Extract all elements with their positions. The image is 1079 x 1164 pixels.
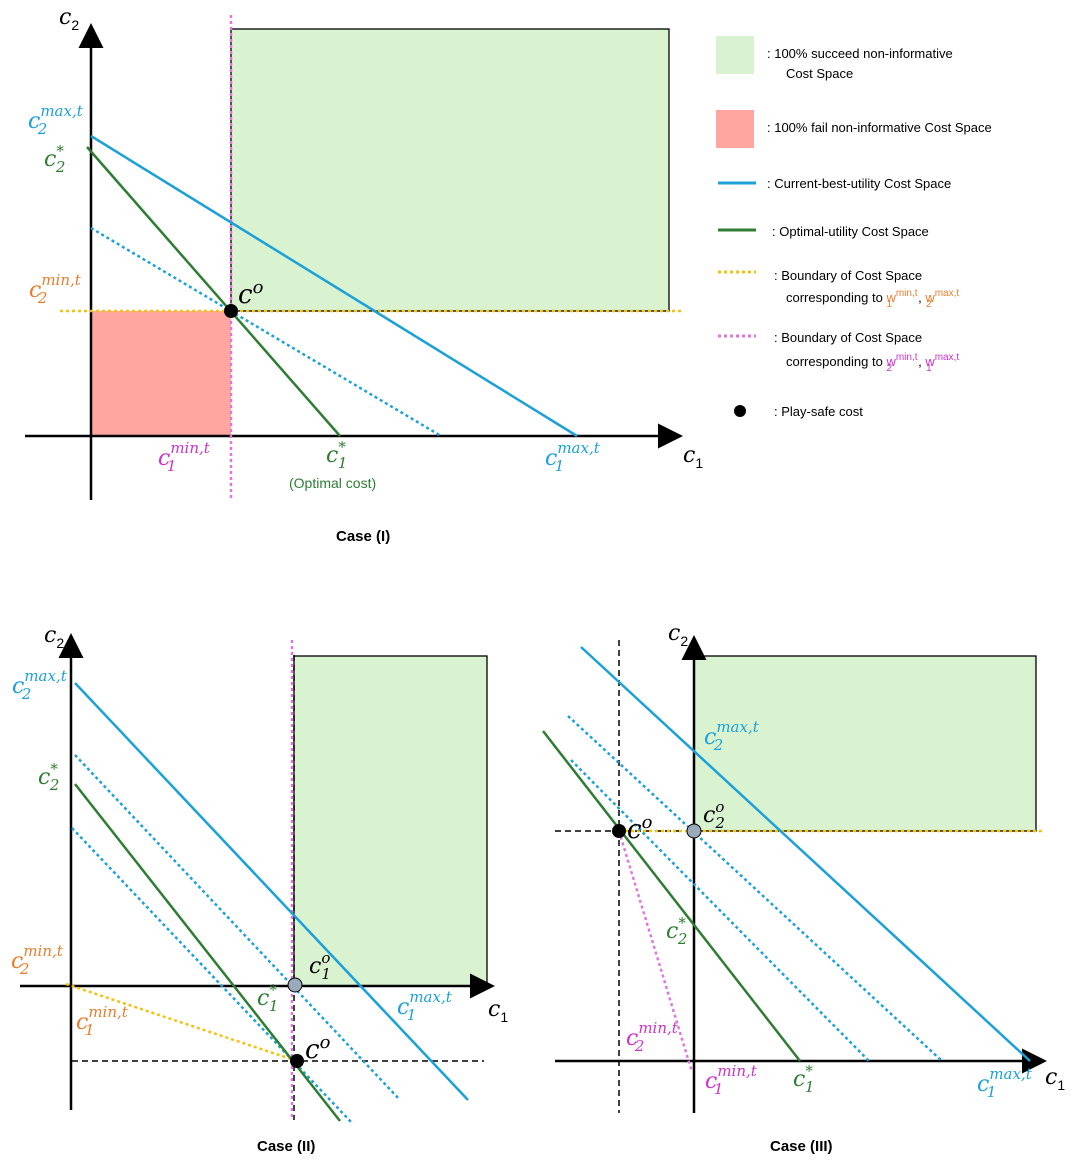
case1-fail-region bbox=[91, 311, 231, 436]
legend-green-text-1: : 100% succeed non-informative bbox=[767, 46, 953, 61]
case2-dotted-blue-line-lower bbox=[71, 827, 353, 1124]
legend-yellow-text-1: : Boundary of Cost Space bbox=[774, 268, 922, 283]
case1-y-axis-label: c2 bbox=[59, 5, 79, 33]
case1-co-label: co bbox=[238, 277, 264, 310]
legend-green-line-text: : Optimal-utility Cost Space bbox=[772, 224, 929, 239]
case2-success-region bbox=[293, 655, 488, 987]
case3-success-region bbox=[693, 655, 1037, 832]
case1-current-best-line bbox=[90, 134, 578, 438]
case1-x-axis-label: c1 bbox=[683, 443, 703, 471]
legend-magenta-text-1: : Boundary of Cost Space bbox=[774, 330, 922, 345]
case1-c1-star-label: c*1 bbox=[326, 438, 347, 472]
case3-y-axis-label: c2 bbox=[668, 621, 688, 649]
case2-x-axis-label: c1 bbox=[488, 997, 508, 1025]
case1-optimal-line bbox=[86, 146, 341, 437]
case3-dotted-blue-line-lower bbox=[570, 759, 870, 1062]
case3-c2o-point bbox=[686, 823, 702, 839]
case2-c1-star-label: c*1 bbox=[257, 981, 278, 1015]
case3-optimal-line bbox=[542, 730, 801, 1062]
case3-co-label: co bbox=[627, 812, 653, 845]
case2-c2-star-label: c*2 bbox=[38, 760, 59, 794]
case2-dotted-blue-line-upper bbox=[74, 754, 401, 1101]
case3-dotted-blue-line-upper bbox=[567, 715, 943, 1062]
case1-success-region bbox=[230, 28, 670, 312]
case1-caption: Case (I) bbox=[336, 528, 390, 545]
case1-c2-star-label: c*2 bbox=[44, 142, 65, 176]
case2-play-safe-dot bbox=[290, 1054, 304, 1068]
case3-c2-star-label: c*2 bbox=[666, 914, 687, 948]
legend-green-text-2: Cost Space bbox=[786, 66, 853, 81]
case2-c1o-point bbox=[287, 977, 303, 993]
case3-play-safe-dot bbox=[612, 824, 626, 838]
legend: : 100% succeed non-informative Cost Spac… bbox=[716, 36, 992, 419]
case3-x-axis-label: c1 bbox=[1045, 1065, 1065, 1093]
case1-dotted-blue-line bbox=[90, 226, 442, 438]
case3-current-best-line bbox=[580, 646, 1031, 1062]
case2-yellow-boundary bbox=[65, 982, 298, 1063]
legend-red-square-icon bbox=[716, 110, 754, 148]
case3-caption: Case (III) bbox=[770, 1138, 833, 1155]
legend-green-square-icon bbox=[716, 36, 754, 74]
legend-blue-text: : Current-best-utility Cost Space bbox=[767, 176, 951, 191]
case1-play-safe-dot bbox=[224, 304, 238, 318]
case3-c1-star-label: c*1 bbox=[793, 1062, 814, 1096]
case2-y-axis-label: c2 bbox=[44, 623, 64, 651]
case1-optimal-cost-label: (Optimal cost) bbox=[289, 475, 376, 491]
legend-red-text: : 100% fail non-informative Cost Space bbox=[767, 120, 992, 135]
legend-dot-text: : Play-safe cost bbox=[774, 404, 863, 419]
case2-caption: Case (II) bbox=[257, 1138, 315, 1155]
case2-current-best-line bbox=[74, 682, 469, 1101]
case2-co-label: co bbox=[305, 1032, 331, 1065]
legend-black-dot-icon bbox=[734, 405, 746, 417]
